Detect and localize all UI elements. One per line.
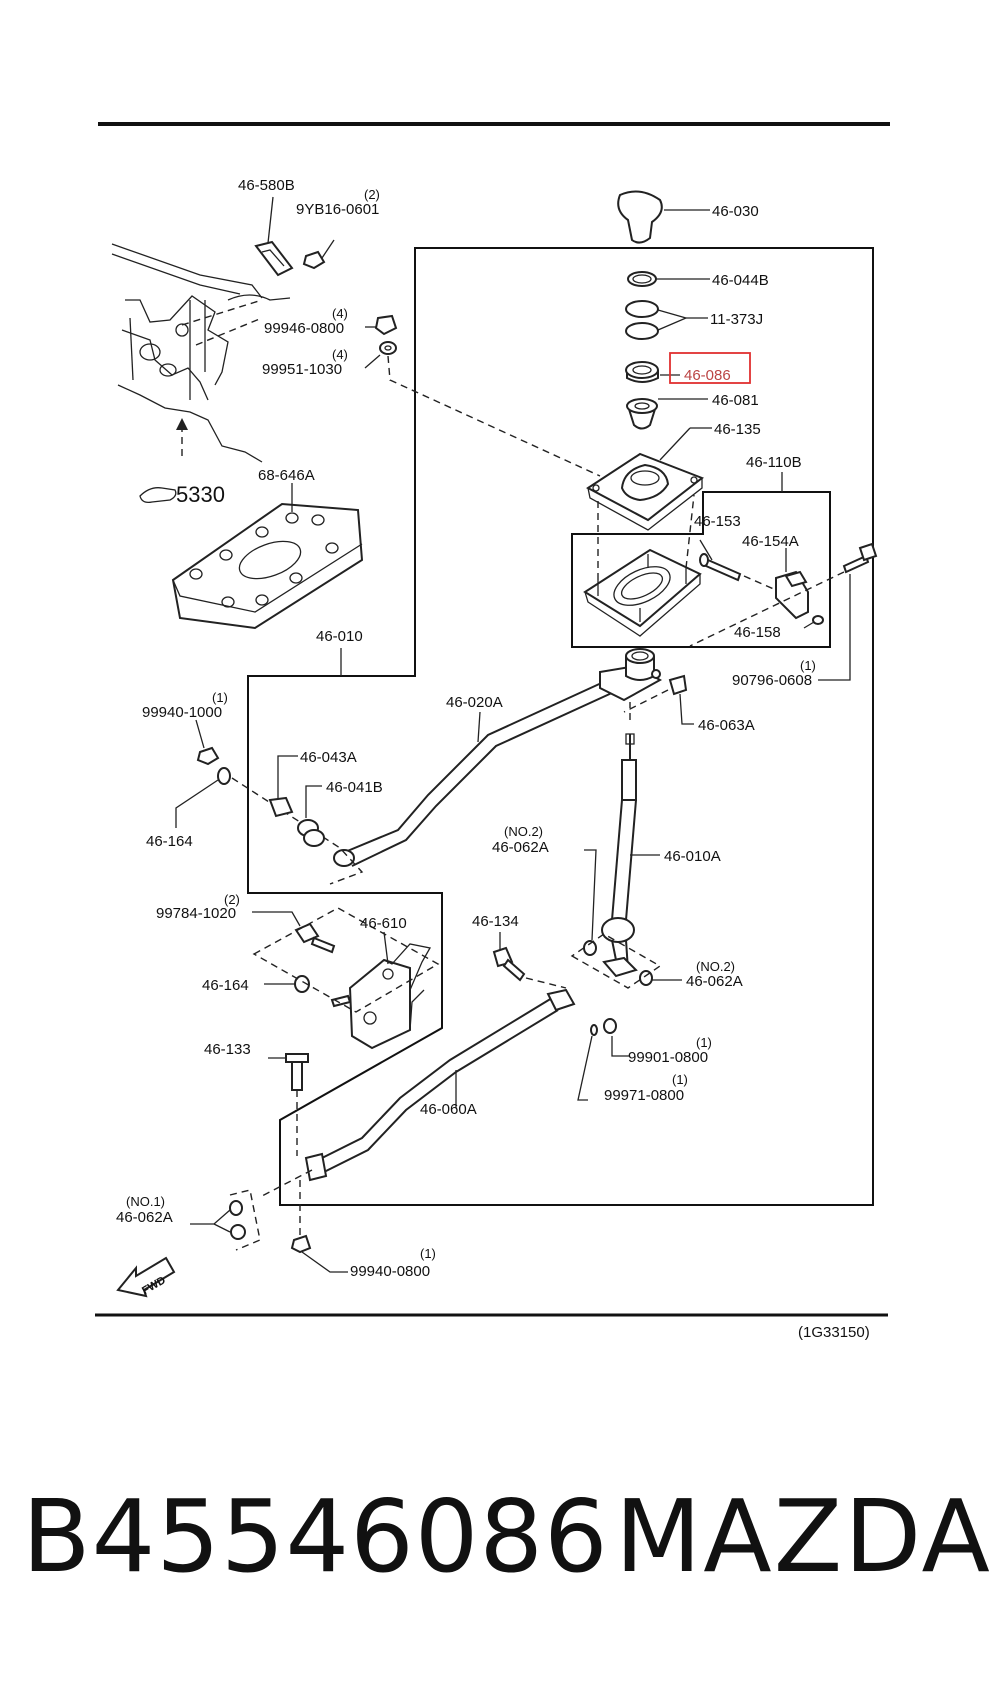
shift-knob-46-030 [617,190,663,244]
label-46-580b: 46-580B [238,177,295,194]
label-46-020a: 46-020A [446,694,503,711]
qty-99951-1030: (4) [332,347,348,362]
label-46-010a: 46-010A [664,848,721,865]
qty-46-062a-no1: (NO.1) [126,1194,165,1209]
qty-46-062a-no2-upper: (NO.2) [504,824,543,839]
pin-46-153 [699,553,742,582]
label-46-610: 46-610 [360,915,407,932]
qty-90796-0608: (1) [800,658,816,673]
label-11-373j: 11-373J [710,311,763,328]
bracket-46-610 [330,943,432,1050]
part-68-646a-plate [171,502,364,630]
washer-99971-0800 [590,1024,598,1036]
body-frame-illustration [111,243,291,463]
reference-pointer-icon [139,487,177,504]
label-99971-0800: 99971-0800 [604,1087,684,1104]
bracket-46-154a [775,570,809,620]
nut-99940-0800 [290,1234,312,1254]
label-99940-0800: 99940-0800 [350,1263,430,1280]
part-46-580b-bracket [254,240,294,277]
label-68-646a: 68-646A [258,467,315,484]
diagram-code: (1G33150) [798,1324,870,1341]
shift-lever-upper [599,648,663,702]
qty-9yb16-0601: (2) [364,187,380,202]
bushing-46-062a-no2-right [639,970,653,986]
part-number-caption: B45546086 [22,1478,609,1595]
nut-99946-0800 [374,314,398,336]
shift-rod-46-020a [333,679,615,867]
nut-46-158 [812,615,824,625]
label-46-134: 46-134 [472,913,519,930]
label-46-164-upper: 46-164 [146,833,193,850]
forward-arrow-icon [116,1256,176,1298]
bushing-46-062a-no1 [229,1200,246,1240]
nut-99940-1000 [196,746,220,766]
bolt-46-134 [492,946,526,982]
qty-99940-0800: (1) [420,1246,436,1261]
pin-46-043a [268,796,294,818]
nut-99901-0800 [603,1018,617,1034]
label-46-030: 46-030 [712,203,759,220]
qty-99946-0800: (4) [332,306,348,321]
label-9yb16-0601: 9YB16-0601 [296,201,379,218]
label-46-086: 46-086 [684,367,731,384]
label-46-135: 46-135 [714,421,761,438]
label-46-063a: 46-063A [698,717,755,734]
bushing-46-081 [626,398,658,430]
boot-plate-46-135 [586,452,705,531]
label-46-043a: 46-043A [300,749,357,766]
bushing-46-063a [668,674,688,696]
label-99901-0800: 99901-0800 [628,1049,708,1066]
label-46-154a: 46-154A [742,533,799,550]
label-46-060a: 46-060A [420,1101,477,1118]
label-46-158: 46-158 [734,624,781,641]
label-99784-1020: 99784-1020 [156,905,236,922]
label-46-164-lower: 46-164 [202,977,249,994]
bushing-46-041b [297,819,325,847]
label-46-010: 46-010 [316,628,363,645]
label-46-062a-no2-lower: 46-062A [686,973,743,990]
bolt-90796-0608 [842,542,878,574]
qty-99784-1020: (2) [224,892,240,907]
subassembly-box-46-110b [571,491,831,648]
label-99946-0800: 99946-0800 [264,320,344,337]
shift-housing-46-110b [583,494,702,637]
select-rod-46-060a [304,988,576,1182]
assembly-outline [247,247,874,1206]
o-rings-11-373j [625,300,659,340]
nut-9yb16-0601 [302,250,326,270]
bushing-46-086 [625,361,659,383]
label-46-062a-no1: 46-062A [116,1209,173,1226]
label-46-133: 46-133 [204,1041,251,1058]
circlip-46-044b [627,271,657,287]
label-90796-0608: 90796-0608 [732,672,812,689]
qty-99971-0800: (1) [672,1072,688,1087]
label-46-044b: 46-044B [712,272,769,289]
shift-lever-46-010a [601,733,638,978]
label-99940-1000: 99940-1000 [142,704,222,721]
bolt-46-133 [285,1053,309,1091]
label-46-062a-no2-upper: 46-062A [492,839,549,856]
qty-99901-0800: (1) [696,1035,712,1050]
label-5330: 5330 [176,482,225,507]
washer-46-164-upper [217,767,231,785]
qty-46-062a-no2-lower: (NO.2) [696,959,735,974]
label-46-081: 46-081 [712,392,759,409]
label-46-110b: 46-110B [746,454,802,471]
label-46-041b: 46-041B [326,779,383,796]
brand-caption: MAZDA [615,1478,992,1595]
label-46-153: 46-153 [694,513,741,530]
label-99951-1030: 99951-1030 [262,361,342,378]
highlight-box-46-086 [669,352,751,384]
washer-99951-1030 [379,341,397,355]
qty-99940-1000: (1) [212,690,228,705]
